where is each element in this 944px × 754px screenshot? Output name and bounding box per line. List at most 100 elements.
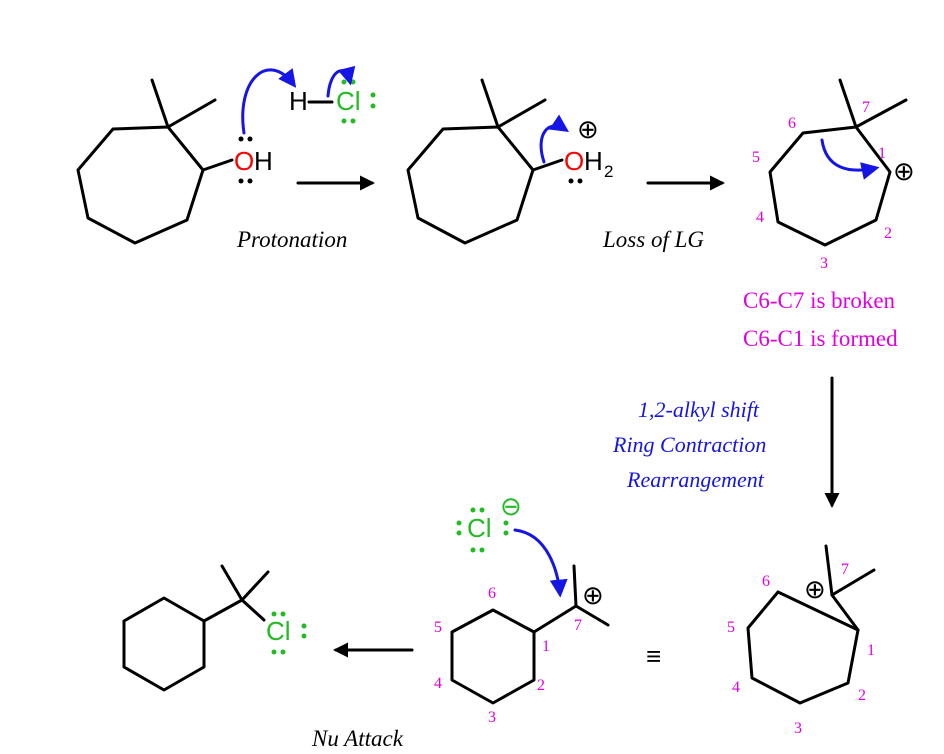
carbon-number: 7 xyxy=(841,561,849,578)
c-o-bond xyxy=(531,158,564,172)
shift-label: Rearrangement xyxy=(626,467,765,492)
carbon-number: 5 xyxy=(727,619,735,636)
plus-charge-icon: ⊕ xyxy=(893,156,915,186)
ring-bonds xyxy=(768,125,892,247)
oxygen-atom: O xyxy=(564,146,584,176)
lone-pair-dot xyxy=(479,547,485,553)
loss-lg-caption: Loss of LG xyxy=(602,227,704,252)
ring-bonds xyxy=(406,125,535,245)
methyl-bond xyxy=(574,604,610,627)
migrating-bond xyxy=(776,590,860,632)
methyl-bond xyxy=(220,564,244,602)
hydrogen-atom: H xyxy=(289,86,308,116)
cyclohexyl-cation: ⊕ 1 2 3 4 5 6 7 xyxy=(434,564,610,726)
shift-label: Ring Contraction xyxy=(612,432,766,457)
lone-pair-dot xyxy=(280,649,286,655)
carbon-number: 3 xyxy=(488,709,496,726)
methyl-bond xyxy=(572,564,578,608)
equivalence-sign: ≡ xyxy=(646,641,661,671)
carbon-number: 2 xyxy=(858,687,866,704)
lone-pair-dot xyxy=(568,178,574,184)
carbon-number: 1 xyxy=(867,642,875,659)
carbon-number: 1 xyxy=(878,145,886,162)
methyl-bond xyxy=(496,98,547,129)
curly-arrow-icon xyxy=(513,528,568,598)
lone-pair-dot xyxy=(456,520,462,526)
lone-pair-dot xyxy=(238,178,244,184)
lone-pair-dot xyxy=(370,92,376,98)
methyl-bond xyxy=(150,78,170,129)
lone-pair-dot xyxy=(479,507,485,513)
lone-pair-dot xyxy=(271,649,277,655)
methyl-bond xyxy=(854,98,908,129)
cycloheptanol-molecule: O H xyxy=(76,78,273,245)
lone-pair-dot xyxy=(238,136,244,142)
protonation-caption: Protonation xyxy=(236,227,347,252)
lone-pair-dot xyxy=(456,530,462,536)
lone-pair-dot xyxy=(577,178,583,184)
subscript: 2 xyxy=(604,162,613,181)
carbon-number: 1 xyxy=(542,638,550,655)
plus-charge-icon: ⊕ xyxy=(582,580,604,610)
curly-arrow-icon xyxy=(820,138,880,180)
lone-pair-dot xyxy=(503,520,509,526)
oxygen-atom: O xyxy=(234,146,254,176)
carbon-number: 7 xyxy=(862,99,870,116)
ring-to-cation-bond xyxy=(532,604,578,634)
curly-arrow-icon xyxy=(539,114,569,164)
methyl-bond xyxy=(830,568,876,597)
plus-charge-icon: ⊕ xyxy=(577,114,599,144)
product-molecule: Cl xyxy=(122,564,307,692)
carbon-number: 3 xyxy=(794,720,802,737)
lone-pair-dot xyxy=(301,633,307,639)
lone-pair-dot xyxy=(503,530,509,536)
carbon-number: 6 xyxy=(788,115,796,132)
methyl-bond xyxy=(838,78,858,129)
carbon-number: 2 xyxy=(537,677,545,694)
lone-pair-dot xyxy=(247,178,253,184)
methyl-bond xyxy=(166,98,217,129)
carbon-number: 6 xyxy=(762,573,770,590)
minus-charge-icon: ⊖ xyxy=(500,491,522,521)
hydrogen-atom: H xyxy=(584,146,603,176)
lone-pair-dot xyxy=(280,611,286,617)
carbon-number: 4 xyxy=(756,209,764,226)
carbon-number: 3 xyxy=(820,255,828,272)
ring-bonds xyxy=(746,590,860,705)
chlorine-atom: Cl xyxy=(336,86,361,116)
ring-bonds xyxy=(76,125,205,245)
chloride-anion: Cl ⊖ xyxy=(456,491,522,553)
lone-pair-dot xyxy=(341,79,347,85)
curly-arrow-icon xyxy=(326,65,356,98)
methyl-bond xyxy=(824,544,834,597)
ring-to-carbon-bond xyxy=(202,598,244,623)
lone-pair-dot xyxy=(470,547,476,553)
rearranged-cation-ring: ⊕ 1 2 3 4 5 6 7 xyxy=(727,544,876,737)
shift-label: 1,2-alkyl shift xyxy=(638,397,760,422)
bond-formed-note: C6-C1 is formed xyxy=(743,326,898,351)
methyl-bond xyxy=(240,570,270,602)
curly-arrow-icon xyxy=(241,68,297,135)
carbon-number: 4 xyxy=(732,679,740,696)
c1-c7-bond xyxy=(830,593,860,632)
cycloheptyl-cation: ⊕ 1 2 3 4 5 6 7 xyxy=(752,78,915,272)
chlorine-atom: Cl xyxy=(467,513,492,543)
carbon-number: 5 xyxy=(752,149,760,166)
ring-bonds xyxy=(122,596,206,692)
carbon-number: 2 xyxy=(884,225,892,242)
c-cl-bond xyxy=(240,598,266,622)
chlorine-atom: Cl xyxy=(266,616,291,646)
lone-pair-dot xyxy=(247,136,253,142)
hcl-molecule: H Cl xyxy=(289,79,376,124)
lone-pair-dot xyxy=(341,118,347,124)
lone-pair-dot xyxy=(301,623,307,629)
lone-pair-dot xyxy=(350,118,356,124)
bond-broken-note: C6-C7 is broken xyxy=(743,288,896,313)
oxonium-molecule: O H 2 ⊕ xyxy=(406,78,613,245)
lone-pair-dot xyxy=(271,611,277,617)
nu-attack-caption: Nu Attack xyxy=(311,726,404,751)
carbon-number: 7 xyxy=(574,617,582,634)
ring-bonds xyxy=(450,608,536,705)
carbon-number: 4 xyxy=(434,675,442,692)
